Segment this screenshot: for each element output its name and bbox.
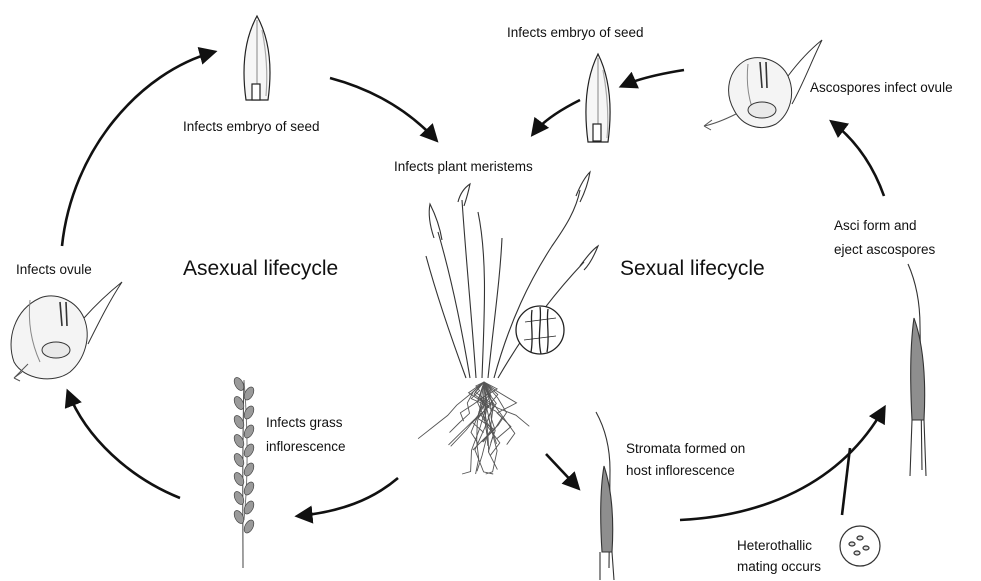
arrow-plant-to-stroma <box>546 454 578 488</box>
arrow-seed-to-meristem-right <box>533 100 580 134</box>
arrow-plant-to-grass <box>298 478 398 516</box>
label-stromata-line1: Stromata formed on <box>626 440 745 458</box>
label-ascospores-infect-ovule: Ascospores infect ovule <box>810 79 953 97</box>
spikelet <box>232 433 246 449</box>
label-infects-grass-line1: Infects grass <box>266 414 343 432</box>
spikelet <box>242 423 256 439</box>
asexual-lifecycle-title: Asexual lifecycle <box>183 257 338 281</box>
spikelet <box>242 442 256 458</box>
stroma-illustration-bottom <box>596 412 614 580</box>
spikelet <box>242 518 256 534</box>
arrow-ascospores-to-seed <box>622 70 684 86</box>
floret-illustration-right <box>704 40 822 130</box>
host-plant-illustration <box>426 172 598 378</box>
seed-illustration-left <box>244 16 270 100</box>
root-strand <box>484 382 517 439</box>
endophyte-hyphae-inset <box>516 306 564 354</box>
arrow-asci-to-ovule <box>832 122 884 196</box>
arrow-grass-to-ovule <box>68 392 180 498</box>
spikelet <box>232 452 246 468</box>
floret-illustration-left <box>11 282 122 381</box>
seed-illustration-right <box>586 54 610 142</box>
stroma-illustration-right <box>908 264 926 476</box>
spikelet <box>242 404 256 420</box>
label-infects-ovule: Infects ovule <box>16 261 92 279</box>
label-asci-form-line2: eject ascospores <box>834 241 935 259</box>
label-asci-form-line1: Asci form and <box>834 217 917 235</box>
label-infects-grass-line2: inflorescence <box>266 438 346 456</box>
mating-spores-icon <box>840 526 880 566</box>
label-mating-line1: Heterothallic <box>737 537 812 555</box>
spikelet <box>242 461 256 477</box>
spikelet <box>242 480 256 496</box>
sexual-lifecycle-title: Sexual lifecycle <box>620 257 765 281</box>
label-mating-line2: mating occurs <box>737 558 821 576</box>
label-infects-embryo-right: Infects embryo of seed <box>507 24 644 42</box>
plant-roots <box>418 382 529 474</box>
spikelet <box>232 471 246 487</box>
label-stromata-line2: host inflorescence <box>626 462 735 480</box>
spikelet <box>232 509 246 525</box>
arrow-ovule-to-seed <box>62 52 214 246</box>
spikelet <box>232 490 246 506</box>
arrow-seed-to-meristem <box>330 78 436 140</box>
label-infects-plant-meristems: Infects plant meristems <box>394 158 533 176</box>
label-infects-embryo-left: Infects embryo of seed <box>183 118 320 136</box>
